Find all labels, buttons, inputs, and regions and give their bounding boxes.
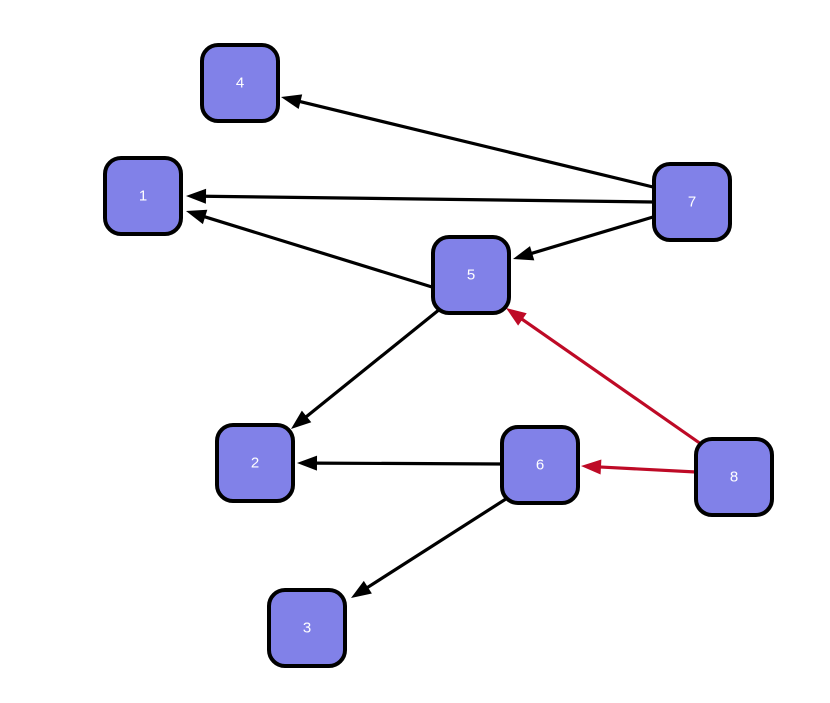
edge-line-7-5 bbox=[529, 215, 654, 256]
arrowhead-icon bbox=[297, 455, 318, 471]
node-label-2: 2 bbox=[251, 455, 259, 472]
edge-line-5-2 bbox=[304, 307, 442, 419]
arrowhead-icon bbox=[291, 410, 312, 429]
edge-line-7-1 bbox=[203, 194, 654, 204]
arrowhead-icon bbox=[506, 308, 527, 326]
node-8: 8 bbox=[694, 437, 774, 517]
node-box-8 bbox=[694, 437, 774, 517]
node-box-6 bbox=[500, 425, 580, 505]
edge-line-8-6 bbox=[598, 465, 697, 474]
node-label-1: 1 bbox=[139, 188, 147, 205]
edge-7-4 bbox=[281, 94, 654, 189]
node-box-4 bbox=[200, 43, 280, 123]
arrowhead-icon bbox=[513, 246, 535, 261]
node-label-5: 5 bbox=[467, 267, 475, 284]
edge-7-1 bbox=[186, 188, 654, 204]
node-label-7: 7 bbox=[688, 194, 696, 211]
node-box-3 bbox=[267, 588, 347, 668]
arrowhead-icon bbox=[186, 188, 207, 204]
edge-line-6-2 bbox=[314, 461, 503, 466]
edge-8-6 bbox=[581, 459, 697, 475]
node-box-5 bbox=[431, 235, 511, 315]
arrowhead-icon bbox=[186, 209, 208, 225]
node-2: 2 bbox=[215, 423, 295, 503]
arrowhead-icon bbox=[581, 459, 602, 475]
node-box-2 bbox=[215, 423, 295, 503]
arrowhead-icon bbox=[351, 580, 372, 598]
node-label-8: 8 bbox=[730, 469, 738, 486]
edge-line-6-3 bbox=[365, 495, 510, 590]
edge-line-8-5 bbox=[519, 316, 702, 446]
edge-6-2 bbox=[297, 455, 503, 471]
edge-line-7-4 bbox=[298, 99, 654, 189]
nodes-layer: 1 2 3 4 5 6 7 8 bbox=[103, 43, 774, 668]
node-1: 1 bbox=[103, 156, 183, 236]
edge-7-5 bbox=[513, 215, 654, 261]
edge-5-2 bbox=[291, 307, 442, 429]
arrowhead-icon bbox=[281, 94, 303, 109]
edge-6-3 bbox=[351, 495, 510, 598]
node-4: 4 bbox=[200, 43, 280, 123]
node-label-6: 6 bbox=[536, 457, 544, 474]
edge-line-5-1 bbox=[202, 214, 433, 289]
node-3: 3 bbox=[267, 588, 347, 668]
node-6: 6 bbox=[500, 425, 580, 505]
edge-8-5 bbox=[506, 308, 702, 446]
node-5: 5 bbox=[431, 235, 511, 315]
node-label-4: 4 bbox=[236, 75, 244, 92]
edge-5-1 bbox=[186, 209, 433, 289]
node-box-7 bbox=[652, 162, 732, 242]
edges-layer bbox=[186, 94, 702, 598]
node-7: 7 bbox=[652, 162, 732, 242]
node-box-1 bbox=[103, 156, 183, 236]
node-label-3: 3 bbox=[303, 620, 311, 637]
